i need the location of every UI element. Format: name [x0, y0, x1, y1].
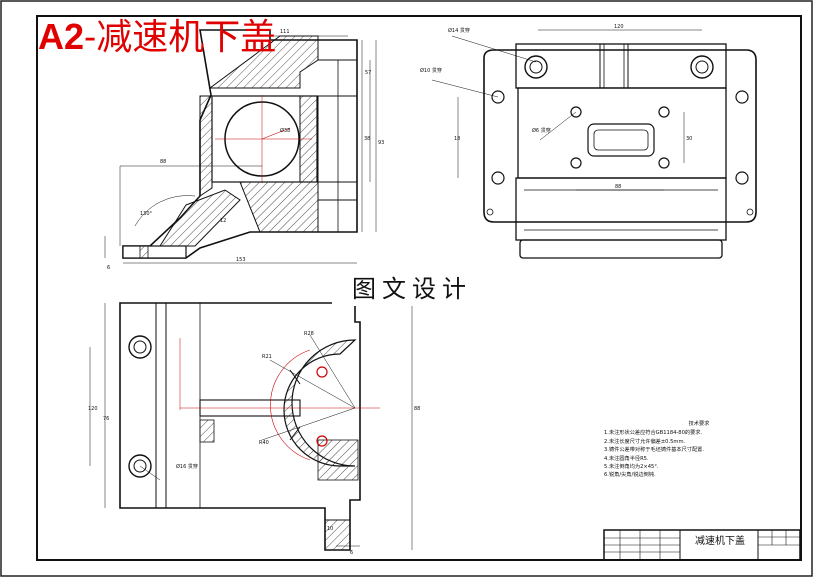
watermark-text: 图文设计 [332, 272, 492, 306]
dim-side-horizontal: 88 [160, 159, 166, 165]
technical-requirement-line: 4.未注圆角半径R5. [604, 455, 649, 462]
note-front-hole: Ø16 贯穿 [176, 463, 198, 470]
technical-requirement-line: 5.未注倒角均为2×45°. [604, 464, 659, 471]
dim-front-r2: R21 [262, 354, 272, 360]
dim-front-right-height: 88 [414, 406, 420, 412]
technical-requirement-line: 1.未注形状公差应符合GB1184-80的要求. [604, 430, 703, 437]
dim-side-mid-height: 38 [364, 136, 370, 142]
drawing-stamp: A2-减速机下盖 [38, 16, 358, 58]
title-block [603, 529, 801, 561]
dim-front-r1: R28 [304, 331, 314, 337]
technical-requirement-line: 3.铸件公差带对称于毛坯铸件基本尺寸配置. [604, 447, 704, 454]
dim-side-small: 6 [107, 265, 110, 271]
technical-requirements: 技术要求 1.未注形状公差应符合GB1184-80的要求. 2.未注长度尺寸允许… [604, 420, 794, 480]
side-view [104, 29, 377, 264]
side-view-dimensions: 111 57 38 93 88 153 130° 6 12 Ø38 [107, 29, 384, 271]
stamp-title: 减速机下盖 [96, 17, 277, 58]
dim-side-upper-height: 57 [365, 70, 371, 76]
stamp-dash: - [84, 17, 97, 58]
dim-side-angle: 130° [140, 211, 153, 217]
technical-requirements-title: 技术要求 [688, 421, 710, 427]
dim-front-r3: R40 [259, 440, 269, 446]
dim-plan-inner-height: 18 [454, 136, 460, 142]
note-plan-hole-top: Ø14 贯穿 [448, 27, 470, 34]
dim-side-top-width: 111 [280, 29, 290, 35]
technical-requirement-line: 6.锐角/尖角/锐边倒钝. [604, 472, 656, 479]
dim-front-bottom: 6 [350, 550, 353, 556]
front-view-dimensions: 120 76 88 R28 R21 R40 Ø16 贯穿 6 10 [88, 331, 420, 556]
dim-front-inner-height: 76 [103, 416, 109, 422]
note-plan-hole-mid: Ø6 贯穿 [532, 127, 551, 134]
dim-front-left-height: 120 [88, 406, 98, 412]
dim-side-base-width: 153 [236, 257, 246, 263]
plan-view [431, 29, 757, 259]
dim-plan-hole-spacing: 88 [615, 184, 621, 190]
dim-front-side: 10 [327, 526, 333, 532]
dim-side-dia: Ø38 [280, 127, 290, 134]
dim-side-total-height: 93 [378, 140, 384, 146]
dim-plan-inner-spacing: 30 [686, 136, 692, 142]
dim-plan-top-width: 120 [614, 24, 624, 30]
dim-side-thickness: 12 [220, 218, 226, 224]
title-block-part-name: 减速机下盖 [695, 536, 745, 547]
inner-border [36, 15, 802, 561]
note-plan-hole-left: Ø10 贯穿 [420, 67, 442, 74]
stamp-grade: A2 [38, 16, 85, 57]
plan-view-dimensions: 120 88 30 18 Ø14 贯穿 Ø10 贯穿 Ø6 贯穿 [420, 24, 692, 190]
front-view [89, 302, 413, 551]
technical-requirement-line: 2.未注长度尺寸允许偏差±0.5mm. [604, 438, 686, 445]
